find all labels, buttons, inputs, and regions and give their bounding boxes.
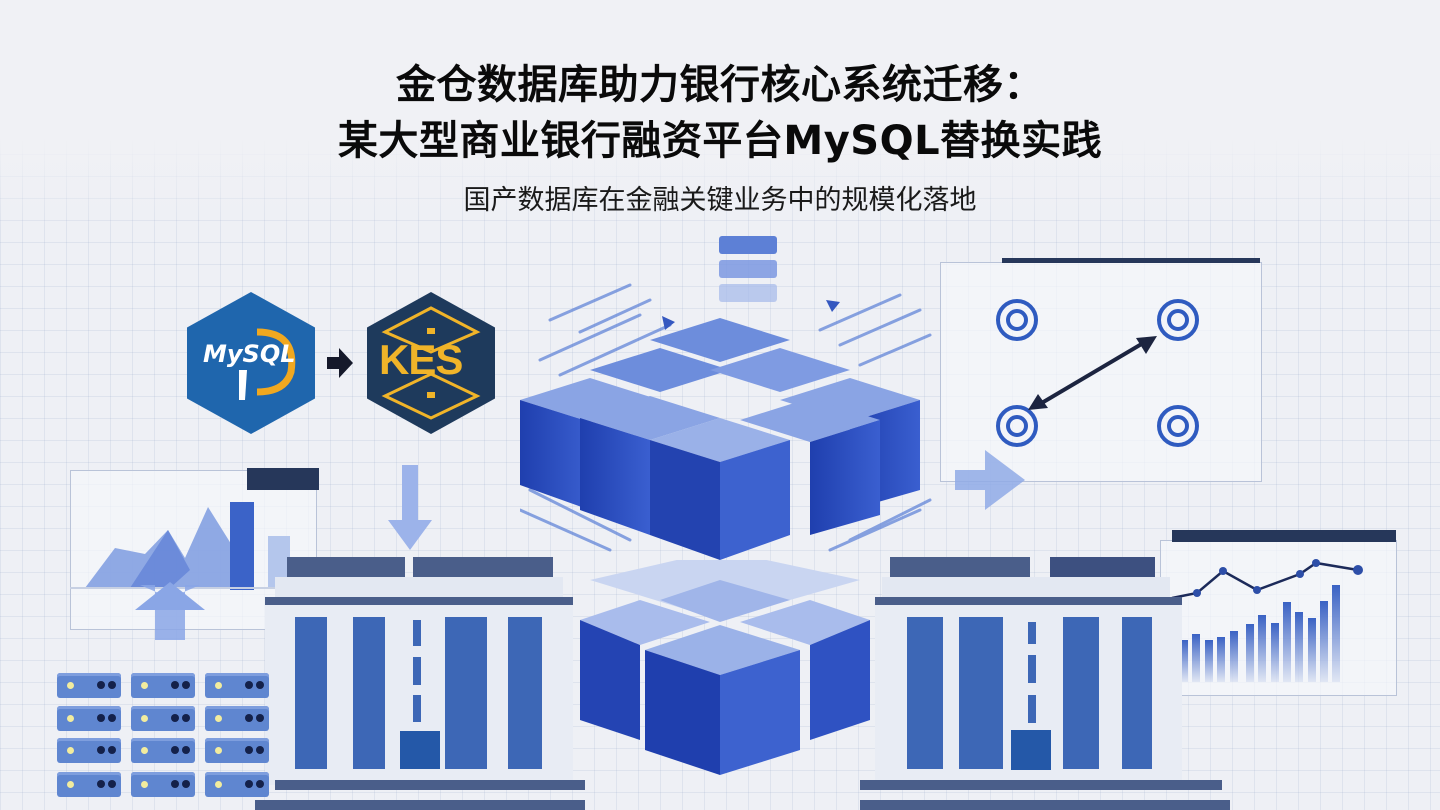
server-unit [131,772,195,797]
server-unit [205,738,269,763]
server-unit [57,738,121,763]
server-unit [57,706,121,731]
bank-building-right-icon [860,557,1230,810]
server-unit [131,706,195,731]
network-panel [940,262,1262,482]
page-title-line-1: 金仓数据库助力银行核心系统迁移： [396,62,1044,108]
server-unit [205,673,269,698]
mysql-dolphin-icon [239,328,296,400]
kes-logo-text: KES [379,336,463,383]
server-unit [205,706,269,731]
right-chart-header-bar [1172,530,1396,542]
node-network-icon [996,299,1199,447]
arrow-right-light-icon [955,450,1025,510]
network-panel-header-bar [1002,258,1260,263]
server-unit [57,673,121,698]
arrow-right-icon [327,348,353,378]
server-unit [131,738,195,763]
left-chart-header-bar [247,468,319,490]
page-title-line-2: 某大型商业银行融资平台MySQL替换实践 [337,118,1103,164]
data-flow-lines-icon [520,283,932,552]
server-unit [57,772,121,797]
page-subtitle: 国产数据库在金融关键业务中的规模化落地 [463,185,977,216]
arrow-down-icon [388,465,432,550]
cube-cluster-icon [520,318,920,560]
server-unit [205,772,269,797]
kes-pattern-icon [381,306,481,420]
cube-cluster-lower-icon [580,560,870,775]
area-and-bar-chart-icon [70,502,315,640]
header-fade [0,0,1440,230]
server-unit [131,673,195,698]
bank-building-left-icon [255,557,585,810]
database-stack-icon [719,236,777,302]
mysql-logo-text: MySQL [203,340,296,368]
line-and-bar-chart-icon [1171,559,1363,682]
